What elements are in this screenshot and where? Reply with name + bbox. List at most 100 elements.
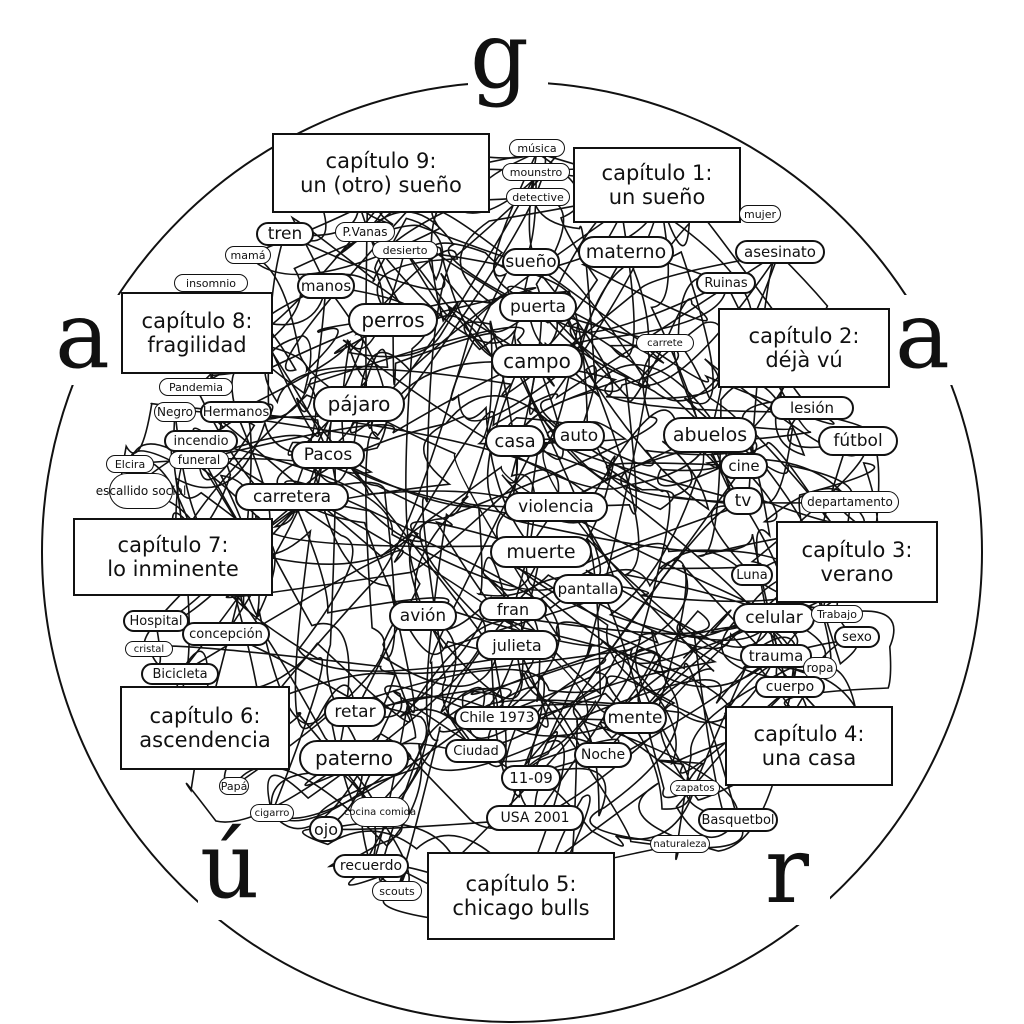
connector-line — [496, 427, 859, 719]
chapter-title: un sueño — [608, 185, 706, 209]
connector-line — [530, 251, 650, 779]
keyword-node: mujer — [739, 205, 781, 223]
keyword-node: cine — [720, 453, 768, 479]
keyword-node: cocina comida — [344, 797, 416, 827]
chapter-number: capítulo 2: — [748, 323, 860, 348]
keyword-node: Ciudad — [445, 739, 507, 763]
keyword-node: abuelos — [663, 417, 757, 453]
keyword-node: Elcira — [106, 455, 154, 473]
title-letter-a-left: a — [55, 282, 110, 389]
connector-line — [325, 655, 777, 831]
chapter-number: capítulo 5: — [465, 871, 577, 896]
chapter-title: lo inminente — [107, 557, 239, 581]
keyword-node: cristal — [125, 641, 173, 657]
chapter-box-1: capítulo 1:un sueño — [573, 147, 741, 223]
keyword-node: muerte — [490, 536, 592, 568]
letter-gap — [760, 830, 830, 925]
connector-line — [364, 211, 745, 467]
chapter-box-9: capítulo 9:un (otro) sueño — [272, 133, 490, 213]
keyword-node: Pacos — [291, 441, 365, 469]
keyword-node: lesión — [770, 396, 854, 420]
keyword-node: detective — [506, 188, 570, 206]
keyword-node: 11-09 — [501, 765, 561, 791]
chapter-title: chicago bulls — [452, 896, 590, 920]
chapter-box-8: capítulo 8:fragilidad — [121, 292, 273, 374]
connector-line — [235, 252, 780, 420]
keyword-node: retar — [324, 697, 386, 727]
chapter-title: ascendencia — [139, 728, 271, 752]
connector-line — [179, 251, 781, 675]
connector-line — [291, 496, 810, 766]
keyword-node: auto — [553, 421, 605, 451]
keyword-node: campo — [491, 344, 583, 378]
chapter-box-7: capítulo 7:lo inminente — [73, 518, 273, 596]
keyword-node: ojo — [309, 816, 343, 842]
chapter-box-2: capítulo 2:déjà vú — [718, 308, 890, 388]
chapter-number: capítulo 3: — [801, 537, 913, 562]
keyword-node: departamento — [801, 491, 899, 513]
chapter-number: capítulo 6: — [149, 703, 261, 728]
keyword-node: mente — [603, 702, 667, 734]
keyword-node: carrete — [636, 334, 694, 352]
keyword-node: pájaro — [313, 386, 405, 422]
keyword-node: mounstro — [502, 163, 570, 181]
chapter-box-3: capítulo 3:verano — [776, 521, 938, 603]
keyword-node: tv — [723, 487, 763, 515]
keyword-node: avión — [389, 601, 457, 631]
connector-line — [225, 633, 636, 737]
chapter-title: verano — [820, 562, 894, 586]
chapter-number: capítulo 9: — [325, 148, 437, 173]
title-letter-u: ú — [200, 812, 260, 919]
title-letter-g: g — [470, 2, 529, 109]
keyword-node: manos — [297, 273, 355, 299]
connector-line — [578, 425, 865, 527]
title-letter-a-right: a — [895, 282, 950, 389]
letter-gap — [198, 830, 268, 920]
keyword-node: Noche — [574, 742, 632, 768]
keyword-node: fran — [479, 597, 547, 621]
chapter-box-4: capítulo 4:una casa — [725, 706, 893, 786]
chapter-number: capítulo 7: — [117, 532, 229, 557]
keyword-node: Luna — [731, 564, 773, 586]
keyword-node: naturaleza — [650, 835, 710, 853]
keyword-node: pantalla — [553, 574, 623, 604]
keyword-node: Papá — [219, 777, 249, 795]
keyword-node: Trabajo — [811, 605, 863, 623]
keyword-node: cigarro — [250, 804, 294, 822]
connector-line — [775, 437, 880, 666]
connector-line — [461, 687, 739, 821]
connector-line — [233, 147, 547, 787]
keyword-node: cuerpo — [755, 676, 825, 698]
keyword-node: concepción — [182, 622, 270, 646]
connector-line — [421, 169, 545, 752]
keyword-node: sexo — [834, 626, 880, 648]
keyword-node: zapatos — [670, 780, 720, 796]
keyword-node: materno — [578, 236, 674, 268]
keyword-node: Chile 1973 — [454, 706, 540, 730]
chapter-number: capítulo 4: — [753, 721, 865, 746]
keyword-node: insomnio — [174, 274, 248, 292]
keyword-node: asesinato — [735, 240, 825, 264]
keyword-node: incendio — [164, 430, 238, 452]
keyword-node: paterno — [299, 740, 409, 776]
chapter-box-5: capítulo 5:chicago bulls — [427, 852, 615, 940]
connector-line — [414, 252, 780, 617]
connector-line — [534, 184, 671, 819]
chapter-box-6: capítulo 6:ascendencia — [120, 686, 290, 770]
keyword-node: sueño — [502, 248, 560, 276]
connector-line — [313, 403, 416, 867]
keyword-node: recuerdo — [333, 854, 409, 878]
chapter-number: capítulo 8: — [141, 308, 253, 333]
connector-line — [399, 595, 493, 752]
letter-gap — [890, 295, 960, 385]
chapter-number: capítulo 1: — [601, 160, 713, 185]
connector-line — [204, 625, 778, 729]
connector-line — [247, 254, 739, 821]
keyword-node: Pandemia — [159, 378, 233, 396]
letter-gap — [52, 295, 122, 385]
keyword-node: perros — [348, 303, 438, 337]
keyword-node: julieta — [476, 630, 558, 660]
keyword-node: Negro — [154, 402, 196, 422]
title-letter-r: r — [765, 817, 809, 924]
letter-gap — [468, 15, 548, 115]
